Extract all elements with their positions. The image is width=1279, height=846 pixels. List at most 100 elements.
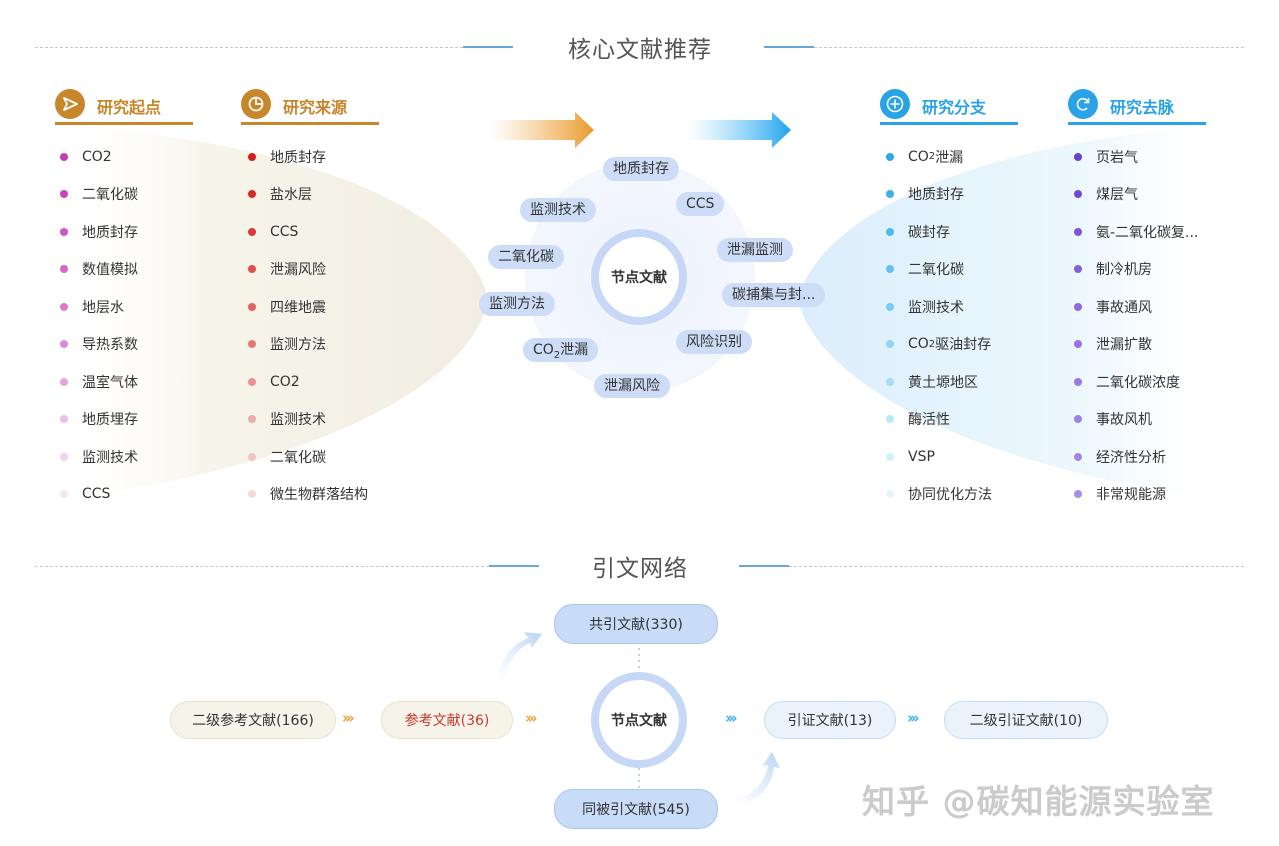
subscript: 2 [928, 338, 936, 350]
bullet-dot-icon [1074, 152, 1082, 161]
list-item[interactable]: 地质封存 [60, 213, 138, 251]
column-head-vein: 研究去脉 [1068, 87, 1208, 125]
list-item-label: 页岩气 [1096, 149, 1138, 166]
list-item-label: 监测技术 [82, 449, 138, 466]
divider-right [814, 47, 1244, 48]
list-item-label: CO2 [270, 373, 300, 390]
list-item-label: 碳封存 [908, 224, 950, 241]
keyword-pill[interactable]: 地质封存 [603, 157, 679, 181]
divider-accent-right [739, 565, 789, 567]
list-item-label: CO [908, 336, 929, 353]
list-item-label: 导热系数 [82, 337, 138, 354]
divider-left [35, 47, 463, 48]
network-center-node[interactable]: 节点文献 [591, 672, 687, 768]
subscript: 2 [928, 151, 936, 163]
origin-list: CO2 二氧化碳地质封存数值模拟地层水导热系数温室气体地质埋存监测技术 CCS [60, 138, 138, 513]
secondary-citing-node[interactable]: 二级引证文献(10) [944, 701, 1108, 739]
list-item[interactable]: 泄漏扩散 [1074, 326, 1198, 364]
chevron-right-icon: ››› [342, 709, 354, 727]
list-item[interactable]: 温室气体 [60, 363, 138, 401]
list-item[interactable]: 地质封存 [248, 138, 368, 176]
list-item-label: CCS [82, 486, 111, 503]
divider-left [35, 566, 489, 567]
keyword-pill[interactable]: 风险识别 [676, 330, 752, 354]
list-item-label: CO2 [82, 148, 112, 165]
list-item[interactable]: 地层水 [60, 288, 138, 326]
list-item[interactable]: 二氧化碳 [60, 176, 138, 214]
branch-glow [798, 125, 1225, 500]
list-item[interactable]: 监测技术 [248, 401, 368, 439]
column-title-source: 研究来源 [283, 98, 348, 117]
citing-node[interactable]: 引证文献(13) [764, 701, 896, 739]
bullet-dot-icon [60, 415, 68, 424]
list-item[interactable]: 泄漏风险 [248, 251, 368, 289]
column-underline [55, 122, 193, 125]
keyword-pill[interactable]: 碳捕集与封... [722, 283, 826, 307]
list-item[interactable]: 导热系数 [60, 326, 138, 364]
column-head-origin: 研究起点 [55, 87, 195, 125]
secondary-refs-node[interactable]: 二级参考文献(166) [170, 701, 336, 739]
keyword-pill[interactable]: 二氧化碳 [488, 245, 564, 269]
list-item[interactable]: 页岩气 [1074, 138, 1198, 176]
list-item[interactable]: VSP [886, 438, 992, 476]
list-item[interactable]: 地质封存 [886, 176, 992, 214]
list-item-label: 事故风机 [1096, 412, 1152, 429]
list-item[interactable]: 监测技术 [886, 288, 992, 326]
refs-node[interactable]: 参考文献(36) [381, 701, 513, 739]
bullet-dot-icon [248, 377, 256, 386]
list-item-label: 泄漏风险 [270, 262, 326, 279]
keyword-pill[interactable]: 监测方法 [479, 292, 555, 316]
list-item[interactable]: 四维地震 [248, 288, 368, 326]
list-item[interactable]: 协同优化方法 [886, 476, 992, 514]
list-item[interactable]: 事故通风 [1074, 288, 1198, 326]
blue-flow-arrow [688, 112, 791, 148]
list-item[interactable]: 监测方法 [248, 326, 368, 364]
curve-arrow-up [496, 632, 542, 680]
list-item[interactable]: 碳封存 [886, 213, 992, 251]
keyword-pill[interactable]: CO2泄漏 [523, 338, 599, 362]
list-item[interactable]: 盐水层 [248, 176, 368, 214]
subscript: 2 [553, 349, 561, 361]
list-item-label: 黄土塬地区 [908, 374, 978, 391]
list-item[interactable]: 事故风机 [1074, 401, 1198, 439]
list-item[interactable]: CO2 [60, 138, 138, 176]
list-item-label: 制冷机房 [1096, 262, 1152, 279]
list-item[interactable]: 黄土塬地区 [886, 363, 992, 401]
keyword-pill[interactable]: 泄漏风险 [594, 374, 670, 398]
center-node[interactable]: 节点文献 [591, 229, 687, 325]
list-item[interactable]: 地质埋存 [60, 401, 138, 439]
keyword-pill[interactable]: 监测技术 [520, 198, 596, 222]
co-citing-node[interactable]: 同被引文献(545) [554, 789, 718, 829]
list-item[interactable]: CCS [248, 213, 368, 251]
bullet-dot-icon [1074, 452, 1082, 461]
list-item-label: 监测技术 [270, 412, 326, 429]
list-item[interactable]: CO2 [248, 363, 368, 401]
bullet-dot-icon [886, 452, 894, 461]
list-item[interactable]: 非常规能源 [1074, 476, 1198, 514]
bullet-dot-icon [886, 340, 894, 349]
list-item[interactable]: 氨-二氧化碳复... [1074, 213, 1198, 251]
list-item[interactable]: 经济性分析 [1074, 438, 1198, 476]
list-item[interactable]: 微生物群落结构 [248, 476, 368, 514]
co-cited-node[interactable]: 共引文献(330) [554, 604, 718, 644]
list-item[interactable]: 监测技术 [60, 438, 138, 476]
list-item[interactable]: 数值模拟 [60, 251, 138, 289]
list-item[interactable]: 制冷机房 [1074, 251, 1198, 289]
bullet-dot-icon [60, 452, 68, 461]
bullet-dot-icon [248, 152, 256, 161]
list-item[interactable]: 二氧化碳 [886, 251, 992, 289]
list-item[interactable]: 二氧化碳 [248, 438, 368, 476]
list-item[interactable]: 酶活性 [886, 401, 992, 439]
keyword-pill[interactable]: 泄漏监测 [717, 238, 793, 262]
column-underline [241, 122, 379, 125]
bullet-dot-icon [60, 340, 68, 349]
list-item[interactable]: 煤层气 [1074, 176, 1198, 214]
list-item[interactable]: 二氧化碳浓度 [1074, 363, 1198, 401]
divider-accent-left [463, 46, 513, 48]
keyword-pill[interactable]: CCS [676, 192, 725, 216]
bullet-dot-icon [886, 227, 894, 236]
list-item[interactable]: CCS [60, 476, 138, 514]
